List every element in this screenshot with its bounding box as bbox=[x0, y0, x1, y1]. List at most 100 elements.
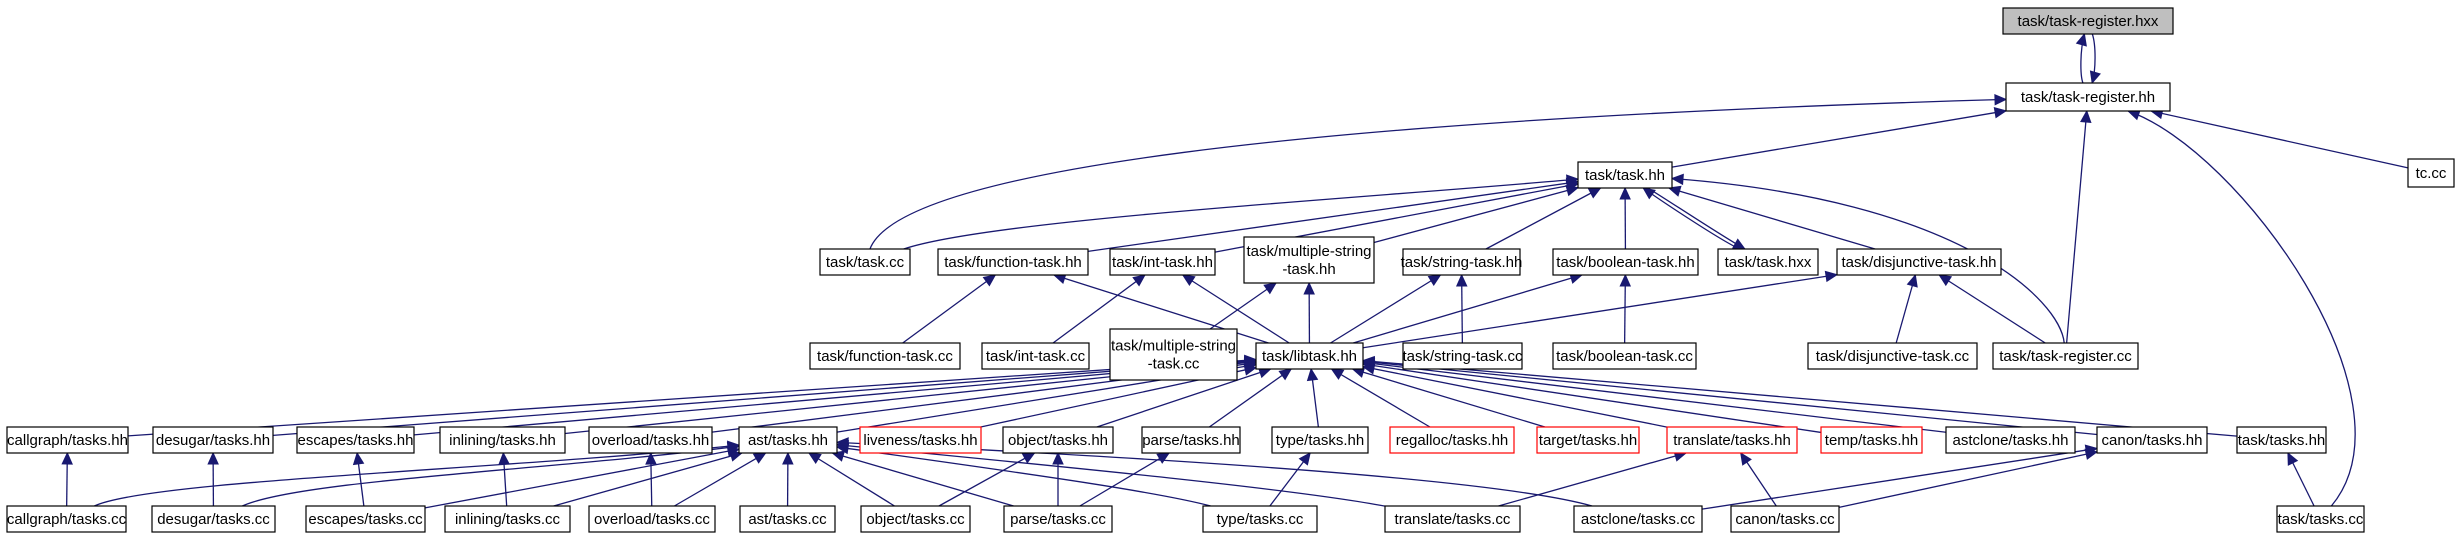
node-regal[interactable]: regalloc/tasks.hh bbox=[1389, 426, 1515, 454]
node-label: task/function-task.hh bbox=[944, 254, 1082, 271]
node-label: inlining/tasks.cc bbox=[455, 511, 561, 528]
node-trans[interactable]: translate/tasks.hh bbox=[1666, 426, 1798, 454]
edge-line bbox=[1087, 181, 1579, 252]
node-box bbox=[1807, 342, 1978, 370]
node-funccc[interactable]: task/function-task.cc bbox=[809, 342, 961, 370]
edge-strhh-lib bbox=[1330, 274, 1442, 344]
arrowhead bbox=[1361, 355, 1375, 368]
edge-line bbox=[1353, 274, 1582, 344]
node-label: task/disjunctive-task.cc bbox=[1816, 348, 1970, 365]
node-obj[interactable]: object/tasks.hh bbox=[1002, 426, 1114, 454]
node-tc[interactable]: tc.cc bbox=[2407, 158, 2455, 188]
node-ttasks[interactable]: task/tasks.hh bbox=[2236, 426, 2327, 454]
node-temp[interactable]: temp/tasks.hh bbox=[1820, 426, 1923, 454]
arrowhead bbox=[1243, 364, 1258, 376]
node-strhh[interactable]: task/string-task.hh bbox=[1401, 248, 1523, 276]
edge-line bbox=[1647, 187, 1746, 250]
node-esc[interactable]: escapes/tasks.hh bbox=[296, 426, 415, 454]
edge-line bbox=[938, 452, 1035, 507]
edge-line bbox=[1209, 282, 1277, 330]
node-taskcc[interactable]: task/task.cc bbox=[819, 248, 911, 276]
node-canoncc[interactable]: canon/tasks.cc bbox=[1730, 505, 1840, 533]
node-inlcc[interactable]: inlining/tasks.cc bbox=[444, 505, 571, 533]
node-strcc[interactable]: task/string-task.cc bbox=[1402, 342, 1523, 370]
edge-reg-task bbox=[1671, 107, 2008, 168]
node-funchh[interactable]: task/function-task.hh bbox=[937, 248, 1089, 276]
node-hxx[interactable]: task/task-register.hxx bbox=[2002, 7, 2174, 35]
node-box bbox=[1271, 426, 1369, 454]
edge-line bbox=[424, 448, 740, 509]
edge-line bbox=[1052, 274, 1146, 344]
arrowhead bbox=[1330, 368, 1345, 380]
node-target[interactable]: target/tasks.hh bbox=[1536, 426, 1640, 454]
arrowhead bbox=[1021, 452, 1036, 464]
node-regcc[interactable]: task/task-register.cc bbox=[1992, 342, 2139, 370]
edge-line bbox=[2151, 110, 2409, 169]
node-label: temp/tasks.hh bbox=[1825, 432, 1918, 449]
node-boolcc[interactable]: task/boolean-task.cc bbox=[1552, 342, 1697, 370]
node-lib[interactable]: task/libtask.hh bbox=[1255, 342, 1364, 370]
node-label: liveness/tasks.hh bbox=[863, 432, 977, 449]
edge-canon-canoncc bbox=[1838, 448, 2099, 509]
node-disjcc[interactable]: task/disjunctive-task.cc bbox=[1807, 342, 1978, 370]
node-intcc[interactable]: task/int-task.cc bbox=[981, 342, 1090, 370]
node-parse[interactable]: parse/tasks.hh bbox=[1141, 426, 1241, 454]
edge-line bbox=[553, 452, 743, 507]
edge-line bbox=[674, 452, 766, 507]
node-mshh[interactable]: task/multiple-string-task.hh bbox=[1243, 236, 1375, 284]
node-ttaskscc[interactable]: task/tasks.cc bbox=[2276, 505, 2365, 533]
node-astccc[interactable]: astclone/tasks.cc bbox=[1573, 505, 1703, 533]
node-boolhh[interactable]: task/boolean-task.hh bbox=[1552, 248, 1699, 276]
edge-type-typecc bbox=[1269, 452, 1311, 507]
edge-line bbox=[1331, 368, 1431, 428]
node-inthh[interactable]: task/int-task.hh bbox=[1109, 248, 1216, 276]
node-label: task/task.cc bbox=[826, 254, 905, 271]
arrowhead bbox=[1994, 93, 2008, 106]
node-label: ast/tasks.cc bbox=[748, 511, 827, 528]
edges-layer bbox=[61, 32, 2409, 510]
node-descc[interactable]: desugar/tasks.cc bbox=[151, 505, 276, 533]
node-label: task/task-register.cc bbox=[1999, 348, 2132, 365]
node-label: callgraph/tasks.cc bbox=[7, 511, 127, 528]
node-mscc[interactable]: task/multiple-string-task.cc bbox=[1109, 328, 1238, 381]
edge-lib-ttasks bbox=[1361, 355, 2238, 437]
node-astcc[interactable]: ast/tasks.cc bbox=[739, 505, 836, 533]
node-box bbox=[2276, 505, 2365, 533]
node-box bbox=[2096, 426, 2208, 454]
edge-task-boolhh bbox=[1619, 186, 1631, 250]
node-label: parse/tasks.cc bbox=[1010, 511, 1106, 528]
node-type[interactable]: type/tasks.hh bbox=[1271, 426, 1369, 454]
node-canon[interactable]: canon/tasks.hh bbox=[2096, 426, 2208, 454]
edge-trans-canoncc bbox=[1740, 451, 1777, 507]
node-typecc[interactable]: type/tasks.cc bbox=[1202, 505, 1318, 533]
node-objcc[interactable]: object/tasks.cc bbox=[860, 505, 971, 533]
node-reg[interactable]: task/task-register.hh bbox=[2005, 82, 2171, 112]
edge-line bbox=[869, 98, 2007, 250]
node-box bbox=[6, 426, 129, 454]
node-box bbox=[588, 505, 716, 533]
node-cgcc[interactable]: callgraph/tasks.cc bbox=[6, 505, 127, 533]
node-disjhh[interactable]: task/disjunctive-task.hh bbox=[1836, 248, 2002, 276]
arrowhead bbox=[807, 452, 822, 464]
node-des[interactable]: desugar/tasks.hh bbox=[152, 426, 274, 454]
edge-task-disjhh bbox=[1667, 185, 1876, 250]
node-task[interactable]: task/task.hh bbox=[1577, 161, 1673, 189]
node-astc[interactable]: astclone/tasks.hh bbox=[1945, 426, 2076, 454]
node-ast[interactable]: ast/tasks.hh bbox=[738, 426, 838, 454]
arrowhead bbox=[1278, 368, 1293, 381]
node-cg[interactable]: callgraph/tasks.hh bbox=[6, 426, 129, 454]
arrowhead bbox=[1132, 274, 1146, 287]
node-esccc[interactable]: escapes/tasks.cc bbox=[305, 505, 426, 533]
node-box bbox=[937, 248, 1089, 276]
edge-trans-transcc bbox=[1498, 450, 1688, 507]
node-inl[interactable]: inlining/tasks.hh bbox=[439, 426, 566, 454]
node-ovlcc[interactable]: overload/tasks.cc bbox=[588, 505, 716, 533]
node-live[interactable]: liveness/tasks.hh bbox=[859, 426, 982, 454]
edge-line bbox=[94, 444, 740, 507]
node-transcc[interactable]: translate/tasks.cc bbox=[1384, 505, 1521, 533]
node-parsecc[interactable]: parse/tasks.cc bbox=[1003, 505, 1113, 533]
node-taskhxx[interactable]: task/task.hxx bbox=[1717, 248, 1819, 276]
node-box bbox=[2002, 7, 2174, 35]
edge-line bbox=[2065, 110, 2088, 344]
node-ovl[interactable]: overload/tasks.hh bbox=[588, 426, 713, 454]
